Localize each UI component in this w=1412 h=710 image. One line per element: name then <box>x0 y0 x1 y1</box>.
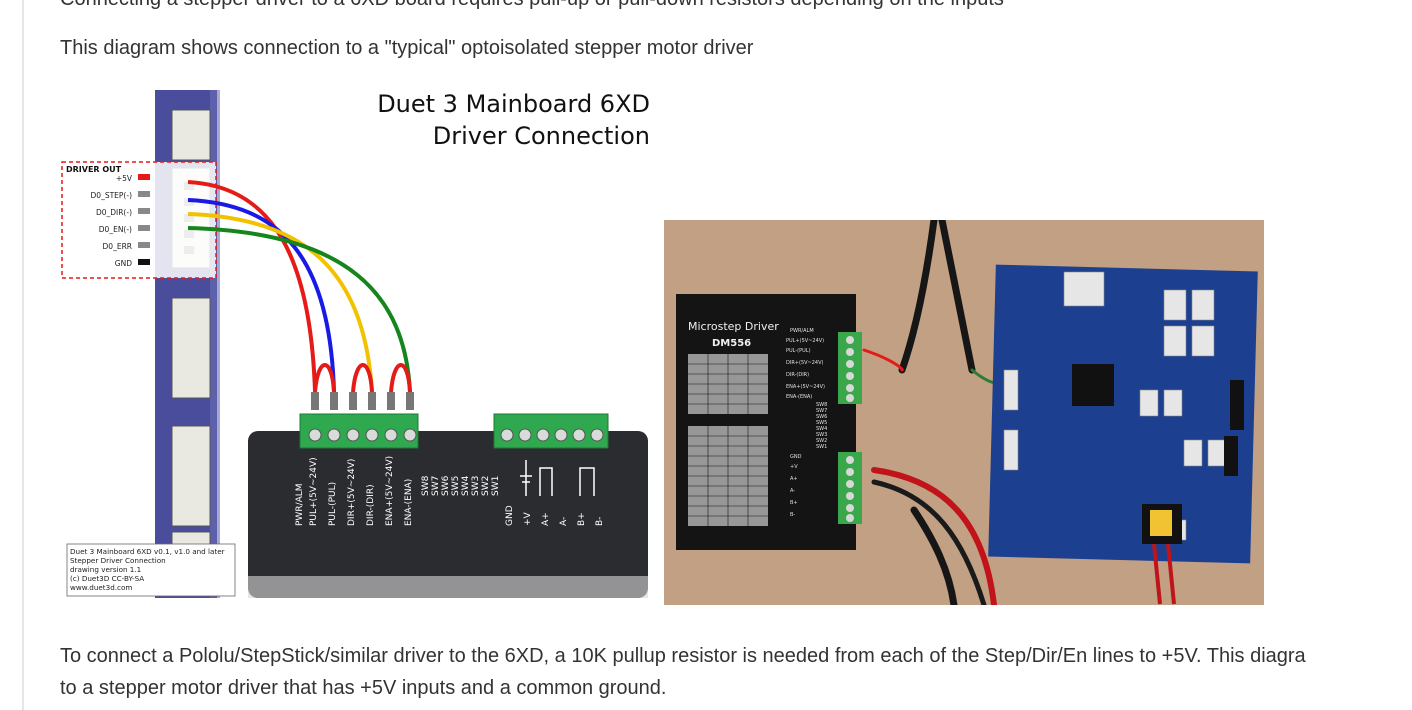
svg-text:B+: B+ <box>790 500 798 506</box>
pin-label: D0_ERR <box>103 242 132 251</box>
terminal-label: +V <box>523 511 533 526</box>
svg-text:PUL+(5V~24V): PUL+(5V~24V) <box>786 338 824 344</box>
svg-text:SW5: SW5 <box>816 420 827 426</box>
wiring-diagram: DRIVER OUT +5V D0_STEP(-) D0_DIR(-) D0_E… <box>61 90 650 598</box>
driver-body <box>248 431 648 598</box>
content-left-rule <box>22 0 24 710</box>
svg-text:SW1: SW1 <box>816 444 827 450</box>
photo-driver-title: Microstep Driver <box>688 320 779 333</box>
pin-label: +5V <box>116 174 133 183</box>
svg-text:SW6: SW6 <box>816 414 827 420</box>
svg-text:DIR-(DIR): DIR-(DIR) <box>786 372 809 378</box>
terminal-label: SW3 <box>471 476 481 496</box>
terminal-label: SW6 <box>441 475 451 496</box>
jumper-red-3 <box>389 363 412 393</box>
svg-text:A-: A- <box>790 488 795 494</box>
svg-text:PUL-(PUL): PUL-(PUL) <box>786 348 811 354</box>
terminal-label: GND <box>505 505 515 526</box>
diagram-title-line1: Duet 3 Mainboard 6XD <box>377 90 650 118</box>
terminal-label: A+ <box>541 512 551 526</box>
pin-label: GND <box>115 259 132 268</box>
hardware-photo: Microstep Driver DM556 PWR/ALM PUL+(5V~2… <box>664 220 1264 605</box>
terminal-block-signal <box>299 413 419 449</box>
terminal-label: PUL-(PUL) <box>328 482 338 526</box>
terminal-label: SW8 <box>421 475 431 496</box>
terminal-labels: PWR/ALM PUL+(5V~24V) PUL-(PUL) DIR+(5V~2… <box>295 456 605 526</box>
svg-text:SW2: SW2 <box>816 438 827 444</box>
svg-text:DIR+(5V~24V): DIR+(5V~24V) <box>786 360 824 366</box>
outro-paragraph-line2: to a stepper motor driver that has +5V i… <box>60 677 667 699</box>
terminal-label: B+ <box>577 512 587 526</box>
pin-label: D0_DIR(-) <box>96 208 132 217</box>
terminal-label: PWR/ALM <box>295 483 305 526</box>
terminal-label: DIR+(5V~24V) <box>347 459 357 526</box>
svg-text:A+: A+ <box>790 476 798 482</box>
intro-paragraph: This diagram shows connection to a "typi… <box>60 37 754 59</box>
diagram-title-line2: Driver Connection <box>433 122 650 150</box>
diagram-footer-box <box>66 543 236 597</box>
pin-label: D0_EN(-) <box>99 225 132 234</box>
terminal-block-power <box>493 413 609 449</box>
driver-out-header: DRIVER OUT <box>66 165 122 174</box>
terminal-label: ENA-(ENA) <box>404 479 414 526</box>
svg-text:ENA+(5V~24V): ENA+(5V~24V) <box>786 384 825 390</box>
svg-text:(c) Duet3D CC-BY-SA: (c) Duet3D CC-BY-SA <box>70 574 144 583</box>
wire-green <box>187 226 412 393</box>
jumper-red-1 <box>313 363 336 393</box>
photo-driver-right-labels: PWR/ALM PUL+(5V~24V) PUL-(PUL) DIR+(5V~2… <box>786 328 827 518</box>
jumper-red-2 <box>351 363 374 393</box>
diagram-footer: Duet 3 Mainboard 6XD v0.1, v1.0 and late… <box>70 547 225 592</box>
cables <box>862 220 1011 605</box>
terminal-label: B- <box>595 517 605 526</box>
terminal-label: SW2 <box>481 476 491 496</box>
photo-driver-model: DM556 <box>712 338 751 349</box>
pin-label: D0_STEP(-) <box>91 191 133 200</box>
svg-text:SW3: SW3 <box>816 432 827 438</box>
svg-text:SW4: SW4 <box>816 426 827 432</box>
svg-text:GND: GND <box>790 454 802 460</box>
terminal-label: SW7 <box>431 476 441 496</box>
outro-paragraph-line1: To connect a Pololu/StepStick/similar dr… <box>60 645 1306 667</box>
svg-text:www.duet3d.com: www.duet3d.com <box>70 583 132 592</box>
svg-text:ENA-(ENA): ENA-(ENA) <box>786 394 812 400</box>
svg-text:SW8: SW8 <box>816 402 827 408</box>
wires <box>187 180 412 393</box>
svg-text:+V: +V <box>790 464 798 470</box>
svg-text:Duet 3 Mainboard 6XD v0.1, v1.: Duet 3 Mainboard 6XD v0.1, v1.0 and late… <box>70 547 225 556</box>
driver-out-pins: +5V D0_STEP(-) D0_DIR(-) D0_EN(-) D0_ERR… <box>91 174 133 268</box>
svg-text:SW7: SW7 <box>816 408 827 414</box>
svg-text:B-: B- <box>790 512 795 518</box>
terminal-label: A- <box>559 517 569 526</box>
terminal-label: SW5 <box>451 476 461 496</box>
wire-yellow <box>187 212 374 393</box>
photo-duet-board <box>988 264 1258 564</box>
terminal-label: PUL+(5V~24V) <box>309 457 319 526</box>
partial-top-line: Connecting a stepper driver to a 6XD boa… <box>60 0 1004 11</box>
svg-text:PWR/ALM: PWR/ALM <box>790 328 814 334</box>
terminal-label: SW1 <box>491 476 501 496</box>
terminal-label: ENA+(5V~24V) <box>385 456 395 526</box>
wire-blue <box>187 198 336 393</box>
terminal-label: SW4 <box>461 475 471 496</box>
svg-text:drawing version 1.1: drawing version 1.1 <box>70 565 141 574</box>
terminal-label: DIR-(DIR) <box>366 484 376 526</box>
svg-text:Stepper Driver Connection: Stepper Driver Connection <box>70 556 166 565</box>
